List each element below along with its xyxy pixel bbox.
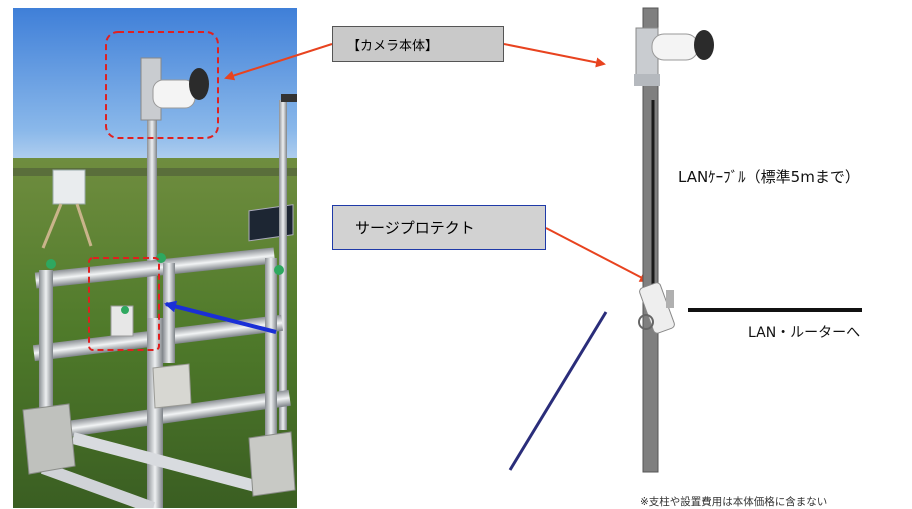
distant-enclosure [52, 169, 86, 205]
surge-protect-label: サージプロテクト [332, 205, 546, 250]
surge-protect-label-text: サージプロテクト [355, 219, 475, 237]
concrete-block [22, 403, 76, 475]
surge-protector-device [110, 305, 134, 337]
surge-highlight-box [88, 257, 160, 351]
camera-highlight-box [105, 31, 219, 139]
camera-label: 【カメラ本体】 [332, 26, 504, 62]
camera-label-text: 【カメラ本体】 [347, 38, 439, 54]
arrow-to-surge-protector [545, 227, 650, 282]
mast-pole [147, 100, 157, 480]
diagram-camera [634, 27, 714, 86]
arrow-to-diagram-camera [503, 43, 606, 68]
lan-cable-label: LANｹｰﾌﾞﾙ（標準5mまで） [678, 168, 860, 186]
diagram-surge-protector [638, 282, 675, 334]
arrow-to-photo-camera [224, 43, 333, 81]
price-note: ※支柱や設置費用は本体価格に含まない [640, 496, 828, 508]
camera-lens [189, 68, 209, 100]
photo-illustration [13, 8, 297, 508]
navy-cable-line [508, 311, 608, 471]
blue-arrow [164, 300, 277, 334]
lan-router-label: LAN・ルーターへ [748, 325, 861, 341]
installation-photo [13, 8, 297, 508]
frame-top-rail [34, 247, 276, 289]
